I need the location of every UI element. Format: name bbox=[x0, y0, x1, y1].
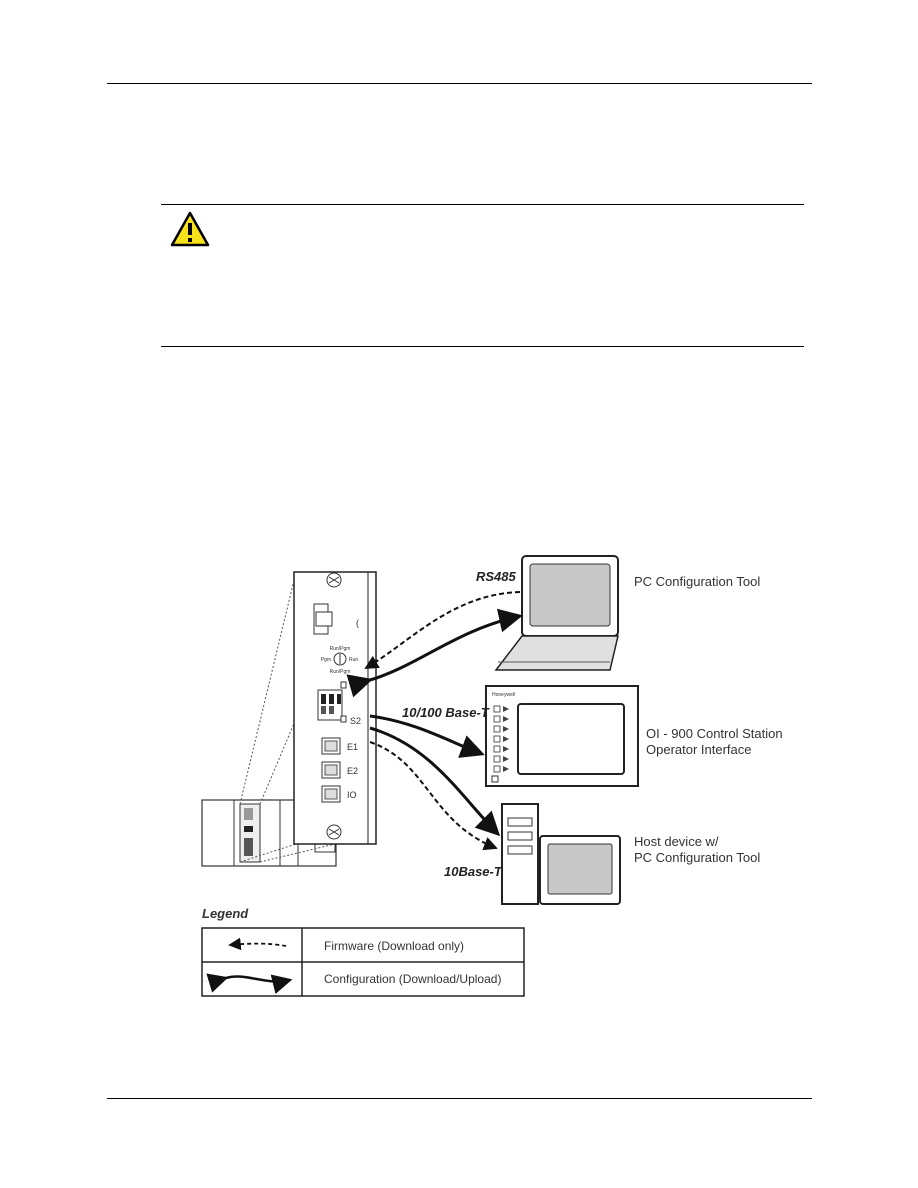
config-ethernet-10-arrow bbox=[369, 726, 501, 837]
oi-label-line2: Operator Interface bbox=[646, 742, 752, 757]
host-label-line1: Host device w/ bbox=[634, 834, 719, 849]
legend-config-arrow bbox=[206, 973, 293, 994]
controller-module: ( Run/Pgm Pgm Run Run/Pgm S1 S2 E1 E2 IO bbox=[293, 571, 377, 845]
switch-label-right: Run bbox=[349, 657, 358, 663]
config-rs485-arrow bbox=[346, 608, 523, 698]
oi-label-line1: OI - 900 Control Station bbox=[646, 726, 783, 741]
port-s1-label: S1 bbox=[350, 681, 361, 691]
switch-label-left: Pgm bbox=[321, 657, 331, 663]
warning-triangle-icon bbox=[170, 211, 210, 247]
legend-table: Firmware (Download only) Configuration (… bbox=[201, 927, 525, 997]
port-e1-label: E1 bbox=[347, 742, 358, 752]
legend-item-configuration: Configuration (Download/Upload) bbox=[324, 972, 501, 986]
caution-top-rule bbox=[161, 204, 804, 205]
switch-label-bottom: Run/Pgm bbox=[330, 669, 351, 675]
zoom-lines bbox=[239, 571, 336, 863]
host-label-line2: PC Configuration Tool bbox=[634, 850, 760, 865]
laptop-icon bbox=[494, 555, 619, 671]
ethernet-100-label: 10/100 Base-T bbox=[402, 705, 490, 720]
communication-diagram: ( Run/Pgm Pgm Run Run/Pgm S1 S2 E1 E2 IO bbox=[201, 555, 783, 997]
firmware-ethernet-10-arrow bbox=[369, 741, 498, 851]
pc-tool-label: PC Configuration Tool bbox=[634, 574, 760, 589]
caution-bottom-rule bbox=[161, 346, 804, 347]
oi-brand-label: Honeywell bbox=[492, 692, 515, 698]
port-io-label: IO bbox=[347, 790, 357, 800]
legend-firmware-arrow bbox=[228, 937, 287, 951]
legend-title: Legend bbox=[202, 906, 249, 921]
legend-item-firmware: Firmware (Download only) bbox=[324, 939, 464, 953]
rs485-label: RS485 bbox=[476, 569, 517, 584]
connection-arrows bbox=[346, 591, 523, 851]
svg-text:(: ( bbox=[356, 618, 359, 628]
port-e2-label: E2 bbox=[347, 766, 358, 776]
port-s2-label: S2 bbox=[350, 716, 361, 726]
switch-label-top: Run/Pgm bbox=[330, 646, 351, 652]
ethernet-10-label: 10Base-T bbox=[444, 864, 503, 879]
header-rule bbox=[107, 83, 812, 84]
config-ethernet-100-arrow bbox=[369, 714, 485, 758]
host-computer-icon bbox=[501, 803, 621, 905]
footer-rule bbox=[107, 1098, 812, 1099]
firmware-rs485-arrow bbox=[364, 591, 521, 670]
operator-interface-icon: Honeywell bbox=[485, 685, 639, 787]
